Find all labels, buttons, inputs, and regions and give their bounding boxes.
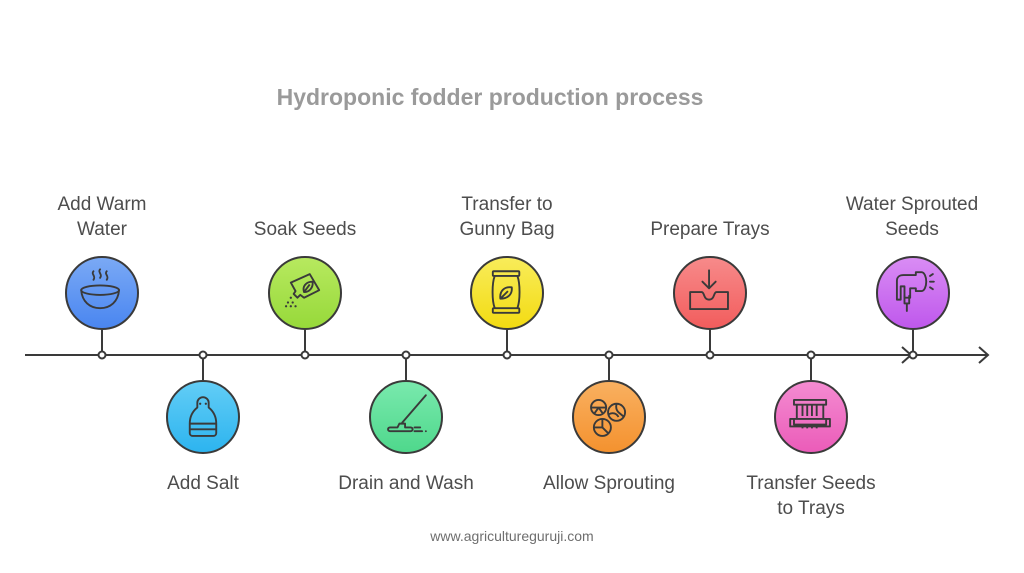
label-line: Allow Sprouting bbox=[542, 473, 676, 494]
label-line: Gunny Bag bbox=[459, 219, 555, 240]
step-node-drain-and-wash bbox=[369, 380, 443, 454]
seed-packet-icon bbox=[284, 273, 321, 308]
label-line: Transfer Seeds bbox=[746, 473, 876, 494]
step-node-soak-seeds bbox=[268, 256, 342, 330]
step-node-prepare-trays bbox=[673, 256, 747, 330]
label-line: Drain and Wash bbox=[338, 473, 474, 494]
diagram-title: Hydroponic fodder production process bbox=[0, 84, 1024, 111]
seed-bag-icon bbox=[491, 270, 521, 314]
salt-shaker-icon bbox=[188, 396, 218, 437]
label-line: Transfer to bbox=[461, 194, 553, 215]
label-line: Prepare Trays bbox=[650, 219, 770, 240]
label-line: Water bbox=[77, 219, 127, 240]
source-url: www.agricultureguruji.com bbox=[430, 528, 594, 544]
step-label-transfer-seeds-to-trays: Transfer Seeds to Trays bbox=[721, 471, 901, 521]
label-line: Add Warm bbox=[57, 194, 147, 215]
step-label-water-sprouted-seeds: Water Sprouted Seeds bbox=[822, 192, 1002, 242]
step-node-water-sprouted-seeds bbox=[876, 256, 950, 330]
mop-icon bbox=[387, 394, 427, 433]
step-node-transfer-to-gunny-bag bbox=[470, 256, 544, 330]
step-label-add-salt: Add Salt bbox=[113, 471, 293, 496]
step-label-drain-and-wash: Drain and Wash bbox=[316, 471, 496, 496]
tray-download-icon bbox=[689, 269, 729, 311]
steaming-bowl-icon bbox=[80, 268, 120, 310]
step-node-allow-sprouting bbox=[572, 380, 646, 454]
step-label-prepare-trays: Prepare Trays bbox=[620, 217, 800, 242]
seed-tray-icon bbox=[789, 399, 831, 429]
step-node-add-salt bbox=[166, 380, 240, 454]
title-text: Hydroponic fodder production process bbox=[276, 84, 704, 110]
step-label-add-warm-water: Add Warm Water bbox=[12, 192, 192, 242]
label-line: Water Sprouted bbox=[845, 194, 979, 215]
step-node-add-warm-water bbox=[65, 256, 139, 330]
label-line: to Trays bbox=[777, 498, 845, 519]
step-label-allow-sprouting: Allow Sprouting bbox=[519, 471, 699, 496]
spray-nozzle-icon bbox=[895, 271, 935, 312]
label-line: Add Salt bbox=[167, 473, 239, 494]
sprouting-seeds-icon bbox=[590, 399, 627, 437]
label-line: Soak Seeds bbox=[253, 219, 357, 240]
label-line: Seeds bbox=[885, 219, 939, 240]
step-node-transfer-seeds-to-trays bbox=[774, 380, 848, 454]
step-label-transfer-to-gunny-bag: Transfer to Gunny Bag bbox=[417, 192, 597, 242]
step-label-soak-seeds: Soak Seeds bbox=[215, 217, 395, 242]
